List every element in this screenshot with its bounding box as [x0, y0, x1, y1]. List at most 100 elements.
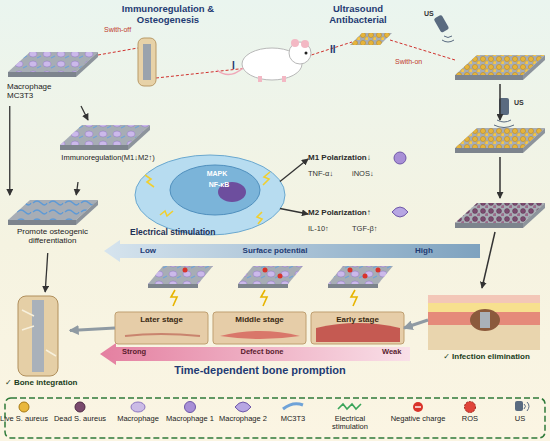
connector-arrow — [76, 182, 78, 195]
label-text: Swith-on — [395, 58, 445, 66]
macrophage-cells — [148, 266, 213, 284]
legend-icon — [283, 404, 303, 409]
plate-edge — [455, 75, 523, 80]
bone-implant — [138, 38, 156, 86]
node-text: Immunoregulation(M1↓M2↑) — [52, 154, 164, 163]
plate-edge — [523, 128, 545, 153]
plate-edge — [76, 200, 98, 225]
negative-charge — [376, 268, 381, 273]
plate-edge — [76, 52, 98, 77]
flow-arrow — [499, 157, 501, 198]
node-text: Middle stage — [213, 315, 306, 324]
label-text: Time-dependent bone promption — [110, 364, 410, 377]
mouse-tail — [217, 68, 243, 75]
node-text: Early stage — [311, 315, 404, 324]
us-wave — [442, 36, 454, 42]
bone-cylinder — [18, 296, 58, 376]
us-wave — [494, 120, 514, 128]
plate-edge — [328, 284, 378, 288]
node-text: Promote osteogenic differentiation — [5, 227, 100, 245]
cell-body — [170, 165, 260, 215]
flow-arrow — [482, 232, 495, 288]
leader-line — [98, 48, 138, 55]
skin-layer — [428, 295, 540, 303]
legend-text: US — [491, 415, 549, 423]
plate — [328, 266, 393, 284]
plate — [238, 266, 303, 284]
node-text: M2 Polarization↑ — [308, 208, 403, 217]
mouse-ear — [291, 39, 299, 47]
legend-text: MC3T3 — [264, 415, 322, 423]
node-box: MAPKNF-κBElectrical stimulation — [135, 150, 280, 240]
negative-charge — [363, 274, 368, 279]
surface-potential-arrow — [104, 240, 480, 262]
mouse-eye — [305, 52, 308, 55]
legend-icon — [413, 402, 423, 412]
bone-defect — [220, 331, 300, 339]
legend-icon — [465, 402, 476, 413]
time-arrow — [100, 343, 410, 365]
legend-icon — [515, 401, 523, 411]
plate-edge — [523, 203, 545, 228]
us-probe — [434, 15, 450, 33]
implant-rod — [32, 300, 44, 372]
negative-charge — [263, 268, 268, 273]
label-text: US — [424, 10, 444, 18]
node-text: M1 Polarization↓ — [308, 153, 403, 162]
node-box: Immunoregulation(M1↓M2↑) — [58, 120, 158, 182]
label-text: Defect bone — [222, 348, 302, 357]
node-box: ✓ Infection elimination — [428, 290, 545, 365]
connector-arrow — [45, 253, 48, 292]
legend-text: Macrophage — [109, 415, 167, 423]
legend-icon — [19, 402, 29, 412]
plate-edge — [148, 284, 198, 288]
mouse-leg — [258, 76, 262, 82]
plate — [350, 33, 392, 45]
macrophage-cells — [328, 266, 393, 284]
culture-dish — [135, 155, 285, 235]
plate-edge — [8, 220, 76, 225]
legend-icon — [338, 404, 361, 409]
connector-arrow — [81, 106, 88, 120]
label-text: Strong — [122, 348, 162, 357]
node-text: Macrophage MC3T3 — [7, 82, 62, 100]
bone-block — [311, 312, 404, 344]
label-text: II — [330, 44, 350, 56]
node-box: Macrophage MC3T3 — [5, 48, 100, 106]
node-box: M2 Polarization↑ — [308, 207, 393, 221]
connector-arrow — [280, 209, 308, 215]
node-text: Later stage — [115, 315, 208, 324]
legend-icon — [131, 402, 145, 412]
legend-text: Macrophage 1 — [161, 415, 219, 423]
bone-block — [115, 312, 208, 344]
label-text: Weak — [382, 348, 412, 357]
bone-defect — [316, 323, 400, 342]
legend-text: Macrophage 2 — [214, 415, 272, 423]
plate-edge — [455, 223, 523, 228]
label-text: Ultrasound Antibacterial — [318, 4, 398, 26]
bone-block — [213, 312, 306, 344]
node-text: NF-κB — [197, 181, 241, 189]
plate-edge — [523, 55, 545, 80]
electric-spark — [145, 172, 270, 224]
legend-icon — [75, 402, 85, 412]
mouse-leg — [282, 76, 286, 82]
label-text: Swith-off — [104, 26, 154, 34]
plate-edge — [60, 145, 128, 150]
plate — [148, 266, 213, 284]
legend-text: Live S. aureus — [0, 415, 53, 423]
legend-text: Negative charge — [389, 415, 447, 423]
legend-text: Electrical stimulation — [321, 415, 379, 432]
macrophage-cells — [238, 266, 303, 284]
label-text: Immunoregulation & Osteogenesis — [118, 4, 218, 26]
bacteria — [350, 33, 392, 45]
plate-edge — [238, 284, 288, 288]
node-box: Middle stage — [213, 312, 306, 344]
label-text: IL-10↑ — [308, 225, 352, 234]
legend-icon — [415, 406, 421, 407]
node-box: M1 Polarization↓ — [308, 152, 393, 166]
node-text: ✓ Infection elimination — [428, 352, 545, 361]
label-text: Low — [140, 246, 170, 255]
connector-arrow — [70, 328, 115, 330]
